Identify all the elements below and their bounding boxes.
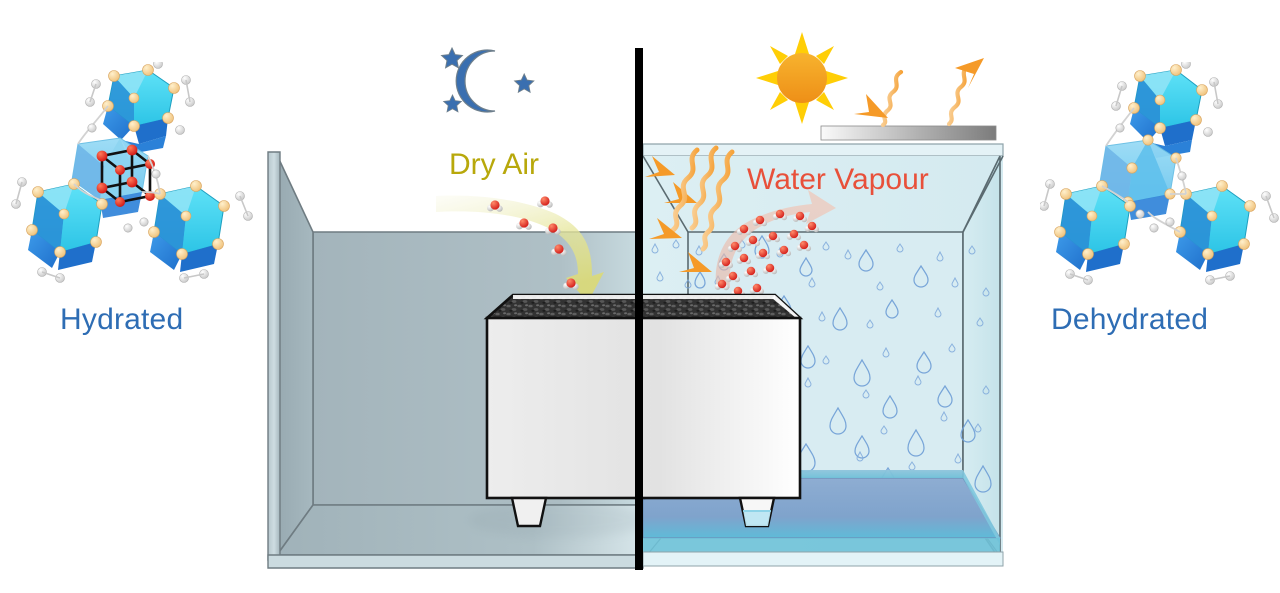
hydrated-label: Hydrated bbox=[60, 303, 184, 336]
heat-arrowhead-icon bbox=[679, 252, 712, 272]
metal-condenser-bar bbox=[820, 125, 997, 141]
polyhedron-cluster-bottom-left bbox=[11, 177, 108, 283]
water-molecule-icons bbox=[487, 196, 579, 290]
water-vapour-flow bbox=[714, 190, 836, 315]
water-vapour-label: Water Vapour bbox=[747, 163, 929, 196]
heat-arrowhead-icon bbox=[645, 156, 675, 177]
water-molecule-icons bbox=[714, 209, 820, 315]
dry-air-flow bbox=[436, 195, 604, 302]
vertical-split-line bbox=[635, 48, 643, 570]
star-icon bbox=[440, 46, 464, 69]
squiggly-heat-arrow-icon bbox=[946, 63, 971, 127]
night-sky-icons bbox=[440, 46, 535, 113]
device-leg bbox=[510, 496, 548, 528]
star-icon bbox=[513, 72, 535, 94]
heat-arrowhead-icon bbox=[854, 94, 888, 118]
polyhedron-cluster-bottom-right bbox=[148, 180, 253, 283]
mof-cluster-hydrated bbox=[11, 62, 253, 283]
sorbent-water-harvester-box bbox=[483, 293, 804, 528]
polyhedron-cluster-bottom-right bbox=[1174, 180, 1279, 285]
solar-heat-into-chamber bbox=[645, 145, 735, 272]
dehydrated-label: Dehydrated bbox=[1051, 303, 1209, 336]
polyhedron-cluster-top bbox=[85, 62, 195, 154]
water-cluster-cube bbox=[96, 144, 155, 207]
mof-cluster-dehydrated bbox=[1040, 62, 1279, 285]
squiggly-heat-arrow-icon bbox=[880, 69, 904, 128]
star-icon bbox=[442, 94, 463, 113]
day-sky-icons bbox=[756, 32, 984, 128]
device-body bbox=[485, 316, 802, 500]
polyhedron-cluster-top bbox=[1111, 62, 1223, 158]
heat-arrowhead-icon bbox=[649, 218, 682, 239]
collected-water bbox=[743, 510, 771, 526]
dry-air-label: Dry Air bbox=[449, 148, 539, 181]
polyhedron-cluster-bottom-left bbox=[1040, 179, 1136, 285]
heat-arrowhead-icon bbox=[955, 58, 984, 88]
heat-arrowhead-icon bbox=[664, 182, 697, 203]
crescent-moon-icon bbox=[455, 49, 496, 113]
sun-icon bbox=[756, 32, 848, 124]
